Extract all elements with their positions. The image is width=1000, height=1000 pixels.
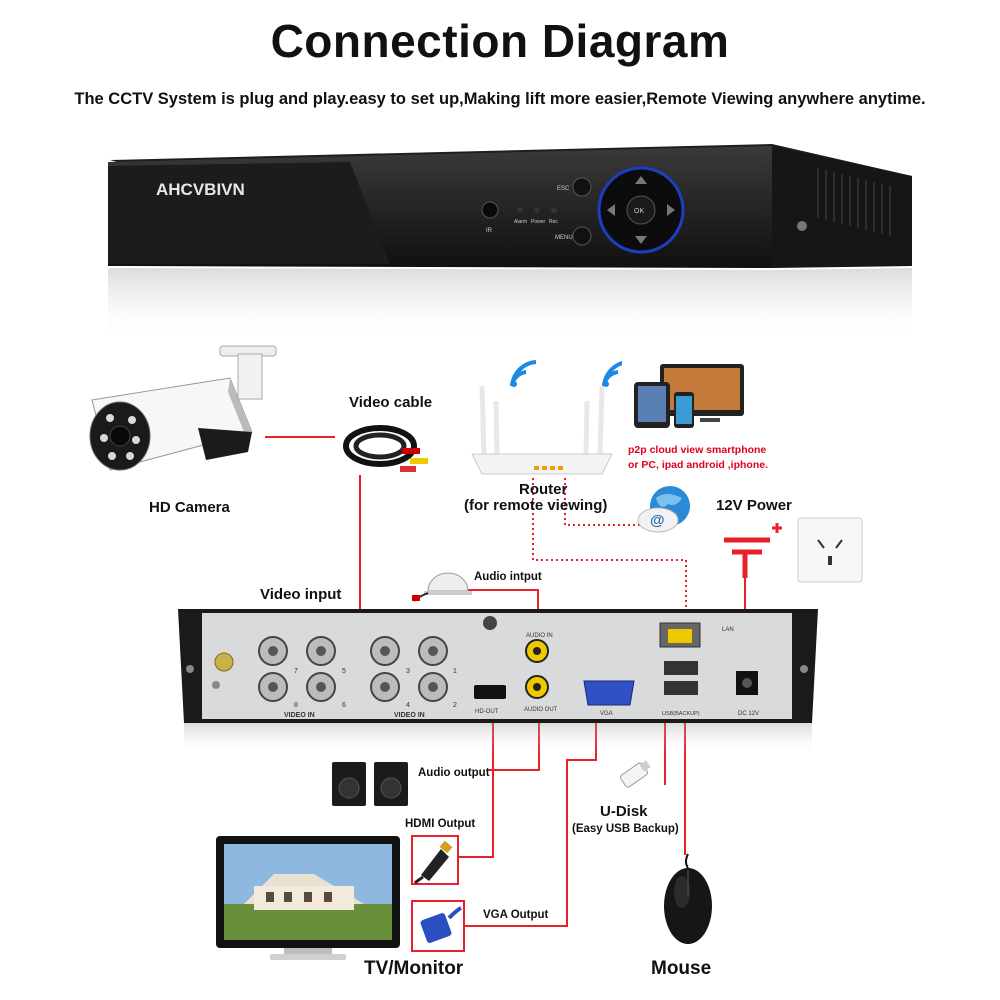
page-subtitle: The CCTV System is plug and play.easy to…	[74, 90, 926, 108]
router-to-lan-line	[532, 478, 687, 625]
rec-led	[551, 207, 557, 213]
channel-6-label: 6	[342, 702, 346, 709]
up-arrow-icon	[635, 176, 647, 184]
power-plug-red	[400, 466, 416, 472]
hd-camera	[89, 345, 277, 471]
audio-input-label: Audio intput	[474, 571, 542, 583]
usb-port-2	[664, 681, 698, 695]
video-in-left-label: VIDEO IN	[284, 712, 315, 719]
power-led-label: Power	[531, 219, 546, 225]
rca-plug-yellow	[410, 458, 428, 464]
usb-disk-icon	[620, 760, 651, 788]
hd-out-label: HD-OUT	[475, 709, 499, 715]
wifi-icon-2	[602, 361, 622, 387]
p2p-devices-collage	[634, 364, 744, 428]
channel-5-label: 5	[342, 668, 346, 675]
ok-label: OK	[634, 208, 644, 215]
power-led	[534, 207, 540, 213]
hdmi-output-line	[459, 707, 494, 858]
p2p-note-line-1: p2p cloud view smartphone	[628, 444, 767, 456]
dvr-brand-logo: AHCVBIVN	[156, 180, 245, 199]
tv-monitor-label: TV/Monitor	[364, 958, 464, 979]
svg-text:@: @	[650, 512, 665, 529]
alarm-led-label: Alarm	[514, 219, 527, 225]
menu-label: MENU	[555, 235, 573, 241]
vga-label: VGA	[600, 711, 613, 717]
cloud-globe-icon: @	[637, 486, 690, 533]
ir-sensor	[481, 201, 499, 219]
bnc-plug-red	[402, 448, 420, 454]
menu-button[interactable]	[572, 226, 592, 246]
esc-label: ESC	[557, 186, 570, 192]
mouse-icon	[664, 853, 712, 944]
usb-label: USB(BACKUP)	[662, 711, 700, 717]
channel-3-label: 3	[406, 668, 410, 675]
channel-1-label: 1	[453, 668, 457, 675]
udisk-label: U-Disk	[600, 803, 648, 820]
right-arrow-icon	[667, 204, 675, 216]
mouse-label: Mouse	[651, 958, 712, 979]
hdmi-output-label: HDMI Output	[405, 818, 476, 830]
down-arrow-icon	[635, 236, 647, 244]
alarm-led	[517, 207, 523, 213]
ok-button[interactable]	[626, 195, 656, 225]
vga-port	[583, 680, 635, 706]
vga-cable-icon	[411, 900, 465, 952]
dc-label: DC 12V	[738, 711, 759, 717]
dvr-back-panel: 7 5 8 6 3 1 4 2 VIDEO IN VIDEO IN HD-OUT…	[178, 609, 818, 755]
channel-2-label: 2	[453, 702, 457, 709]
p2p-note: p2p cloud view smartphone or PC, ipad an…	[628, 443, 768, 473]
usb-port-1	[664, 661, 698, 675]
lan-label: LAN	[722, 627, 734, 633]
left-arrow-icon	[607, 204, 615, 216]
hdmi-cable-icon	[411, 835, 459, 885]
vga-output-label: VGA Output	[483, 909, 549, 921]
video-input-label: Video input	[260, 586, 342, 603]
wall-socket-icon	[797, 517, 863, 583]
esc-button[interactable]	[572, 177, 592, 197]
rec-led-label: Rec	[549, 219, 558, 225]
tv-monitor-icon	[216, 836, 400, 960]
power-label: 12V Power	[716, 497, 792, 514]
udisk-note: (Easy USB Backup)	[572, 823, 679, 835]
channel-7-label: 7	[294, 668, 298, 675]
page-title: Connection Diagram	[270, 15, 730, 67]
p2p-note-line-2: or PC, ipad android ,iphone.	[628, 459, 769, 471]
camera-lens-icon	[109, 425, 131, 447]
hdmi-port	[474, 685, 506, 699]
dvr-front-panel: AHCVBIVN IR Alarm Power Rec ESC MENU OK	[108, 144, 912, 343]
power-symbol-icon	[724, 523, 782, 578]
channel-8-label: 8	[294, 702, 298, 709]
video-in-right-label: VIDEO IN	[394, 712, 425, 719]
audio-out-label: AUDIO OUT	[524, 707, 558, 713]
hd-camera-label: HD Camera	[149, 499, 230, 516]
video-cable-label: Video cable	[349, 394, 433, 411]
speakers-icon	[332, 762, 408, 806]
audio-output-label: Audio output	[418, 767, 490, 779]
ir-label: IR	[486, 228, 493, 234]
video-cable-coil	[343, 425, 428, 472]
audio-in-label: AUDIO IN	[526, 633, 553, 639]
router-to-cloud-line	[564, 478, 642, 526]
channel-4-label: 4	[406, 702, 410, 709]
microphone-icon	[412, 572, 472, 602]
wifi-icon	[510, 360, 537, 387]
router-label: Router	[519, 481, 568, 498]
router-note: (for remote viewing)	[464, 497, 608, 514]
router-icon	[471, 360, 622, 475]
